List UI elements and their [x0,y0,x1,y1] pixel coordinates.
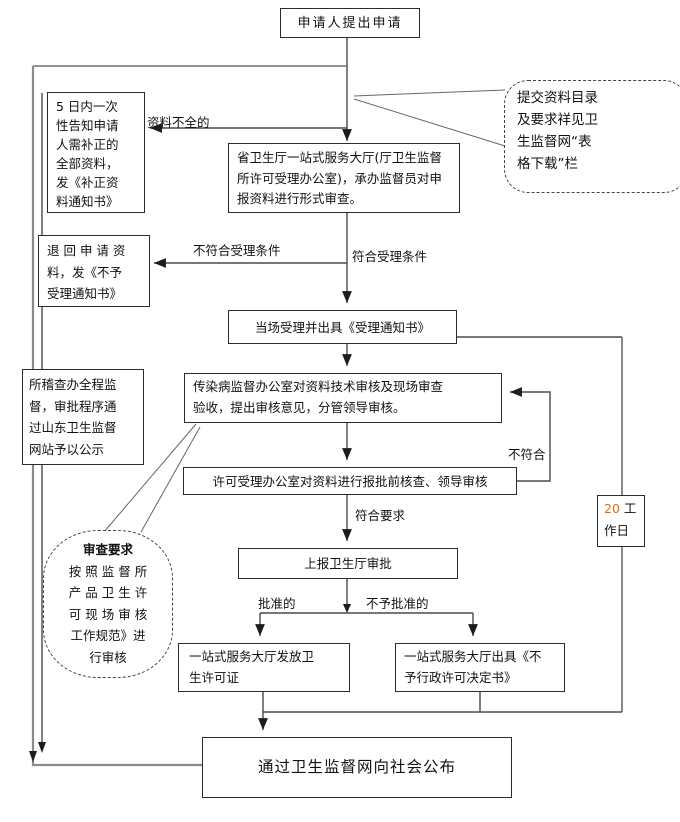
text-line: 性告知申请 [56,118,119,133]
label-meet-requirements: 符合要求 [355,508,406,523]
text-line: 过山东卫生监督 [29,420,117,435]
node-20-workdays: 20 工 作日 [597,495,645,547]
node-deny-license: 一站式服务大厅出具《不予行政许可决定书》 [395,643,565,692]
text-line: 可 现 场 审 核 [68,606,148,622]
node-technical-review: 传染病监督办公室对资料技术审核及现场审查验收，提出审核意见，分管领导审核。 [184,373,502,423]
node-issue-license: 一站式服务大厅发放卫生许可证 [178,643,350,692]
node-return-application: 退 回 申 请 资料，发《不予受理通知书》 [38,235,150,307]
text-line: 料通知书》 [56,194,119,209]
text-line: 人需补正的 [56,137,119,152]
workdays-unit-part1: 工 [619,501,637,516]
text-line: 工作规范》进 [70,628,146,643]
label-not-conform: 不符合 [508,447,546,462]
workdays-line1: 20 工 [604,498,638,520]
text-line: 格下载”栏 [517,156,578,172]
workdays-number: 20 [604,501,620,516]
text-line: 5 日内一次 [56,99,118,114]
text-line: 省卫生厅一站式服务大厅(厅卫生监督 [237,150,442,165]
node-whole-process-supervision: 所稽查办全程监督，审批程序通过山东卫生监督网站予以公示 [22,369,144,465]
text-line: 按 照 监 督 所 [68,563,148,579]
text-line: 退 回 申 请 资 [47,243,126,258]
label-meet-acceptance: 符合受理条件 [352,249,428,264]
text-line: 一站式服务大厅发放卫 [189,649,315,664]
callout-review-requirements: 审查要求 按 照 监 督 所产 品 卫 生 许可 现 场 审 核工作规范》进行审… [43,530,173,678]
node-submit-for-approval: 上报卫生厅审批 [238,548,458,579]
text-line: 生许可证 [189,670,240,685]
text-line: 所许可受理办公室)，承办监督员对申 [237,170,442,186]
text-line: 一站式服务大厅出具《不 [404,649,542,664]
label-approved: 批准的 [258,596,296,611]
text-line: 提交资料目录 [517,90,598,106]
node-accept-on-spot: 当场受理并出具《受理通知书》 [228,310,457,344]
text-line: 料，发《不予 [47,264,123,280]
node-publish-to-public: 通过卫生监督网向社会公布 [202,737,512,798]
text-line: 报资料进行形式审查。 [237,191,363,206]
text-line: 生监督网“表 [517,134,592,150]
callout-title: 审查要求 [82,542,133,557]
callout-submit-materials: 提交资料目录及要求祥见卫生监督网“表格下载”栏 [504,80,680,193]
text-line: 产 品 卫 生 许 [68,585,148,600]
workdays-unit-part2: 作日 [604,523,630,538]
text-line: 所稽查办全程监 [29,377,117,392]
label-materials-incomplete: 资料不全的 [147,115,210,130]
text-line: 受理通知书》 [47,286,123,301]
label-not-approved: 不予批准的 [366,596,429,611]
node-pre-approval-check: 许可受理办公室对资料进行报批前核查、领导审核 [183,467,517,495]
node-applicant: 申请人提出申请 [280,8,420,38]
text-line: 网站予以公示 [29,441,105,457]
text-line: 及要求祥见卫 [517,112,598,128]
text-line: 发《补正资 [56,175,119,190]
text-line: 行审核 [89,649,127,665]
text-line: 传染病监督办公室对资料技术审核及现场审查 [193,379,444,394]
text-line: 予行政许可决定书》 [404,670,517,685]
node-form-review: 省卫生厅一站式服务大厅(厅卫生监督所许可受理办公室)，承办监督员对申报资料进行形… [228,143,460,213]
callout-body: 按 照 监 督 所产 品 卫 生 许可 现 场 审 核工作规范》进行审核 [54,561,162,669]
text-line: 全部资料， [56,156,119,171]
text-line: 验收，提出审核意见，分管领导审核。 [193,400,406,415]
node-supplement-notice: 5 日内一次性告知申请人需补正的全部资料， 发《补正资料通知书》 [47,92,145,213]
text-line: 督，审批程序通 [29,398,117,414]
label-not-meet-acceptance: 不符合受理条件 [193,243,281,258]
